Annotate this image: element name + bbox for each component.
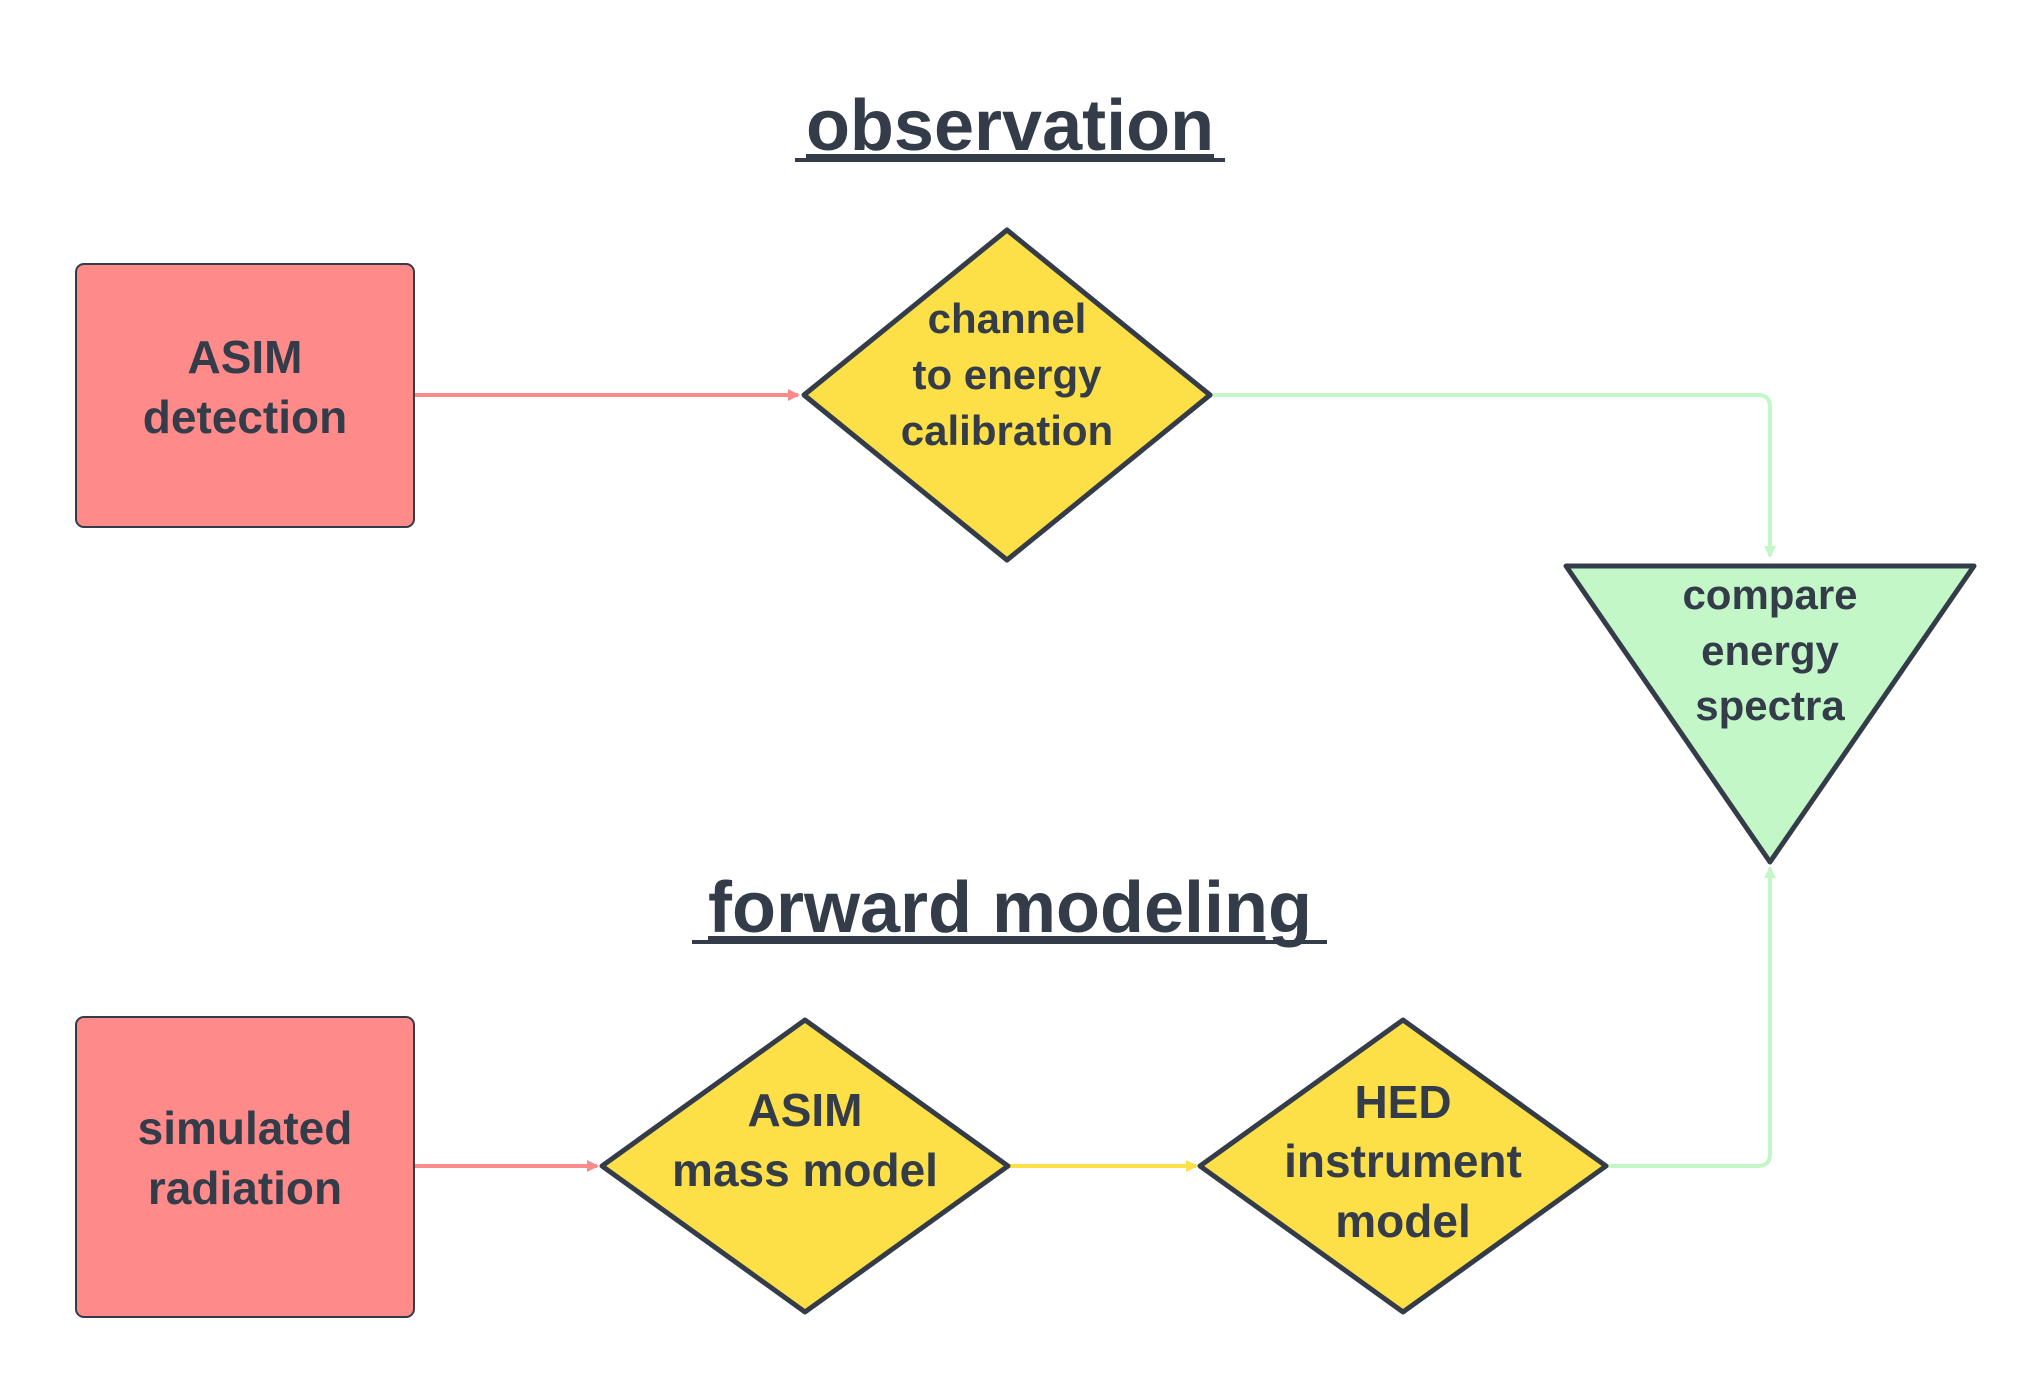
simulated-radiation-node: simulated radiation	[75, 1016, 415, 1318]
hed-instrument-model-line-1: HED	[1354, 1076, 1451, 1128]
simulated-radiation-box	[75, 1016, 415, 1318]
compare-spectra-triangle	[1563, 563, 1977, 865]
asim-mass-model-line-1: ASIM	[748, 1084, 863, 1136]
compare-spectra-line-1: compare	[1682, 571, 1857, 618]
hed-instrument-model-line-2: instrument	[1284, 1135, 1522, 1187]
connector-calibration-to-compare	[1210, 393, 1776, 558]
forward-modeling-heading: forward modeling	[692, 868, 1327, 948]
asim-detection-line-2: detection	[143, 391, 347, 443]
channel-calibration-line-2: to energy	[912, 351, 1102, 398]
connector-hed-to-compare	[1606, 866, 1776, 1168]
observation-heading: observation	[795, 86, 1225, 166]
observation-heading-text: observation	[806, 86, 1214, 166]
compare-spectra-node: compare energy spectra	[1563, 563, 1977, 865]
hed-instrument-model-node: HED instrument model	[1197, 1017, 1609, 1315]
asim-detection-node: ASIM detection	[75, 263, 415, 528]
asim-detection-line-1: ASIM	[188, 331, 303, 383]
channel-calibration-line-3: calibration	[901, 407, 1113, 454]
simulated-radiation-line-2: radiation	[148, 1162, 342, 1214]
asim-mass-model-line-2: mass model	[672, 1144, 938, 1196]
channel-calibration-node: channel to energy calibration	[801, 227, 1213, 563]
compare-spectra-line-2: energy	[1701, 627, 1839, 674]
hed-instrument-model-line-3: model	[1335, 1195, 1470, 1247]
channel-calibration-diamond	[801, 227, 1213, 563]
channel-calibration-line-1: channel	[928, 295, 1087, 342]
asim-mass-model-node: ASIM mass model	[599, 1017, 1011, 1315]
asim-detection-box	[75, 263, 415, 528]
asim-mass-model-diamond	[599, 1017, 1011, 1315]
hed-instrument-model-diamond	[1197, 1017, 1609, 1315]
compare-spectra-line-3: spectra	[1695, 682, 1845, 729]
simulated-radiation-line-1: simulated	[138, 1102, 353, 1154]
forward-modeling-heading-text: forward modeling	[708, 868, 1312, 948]
